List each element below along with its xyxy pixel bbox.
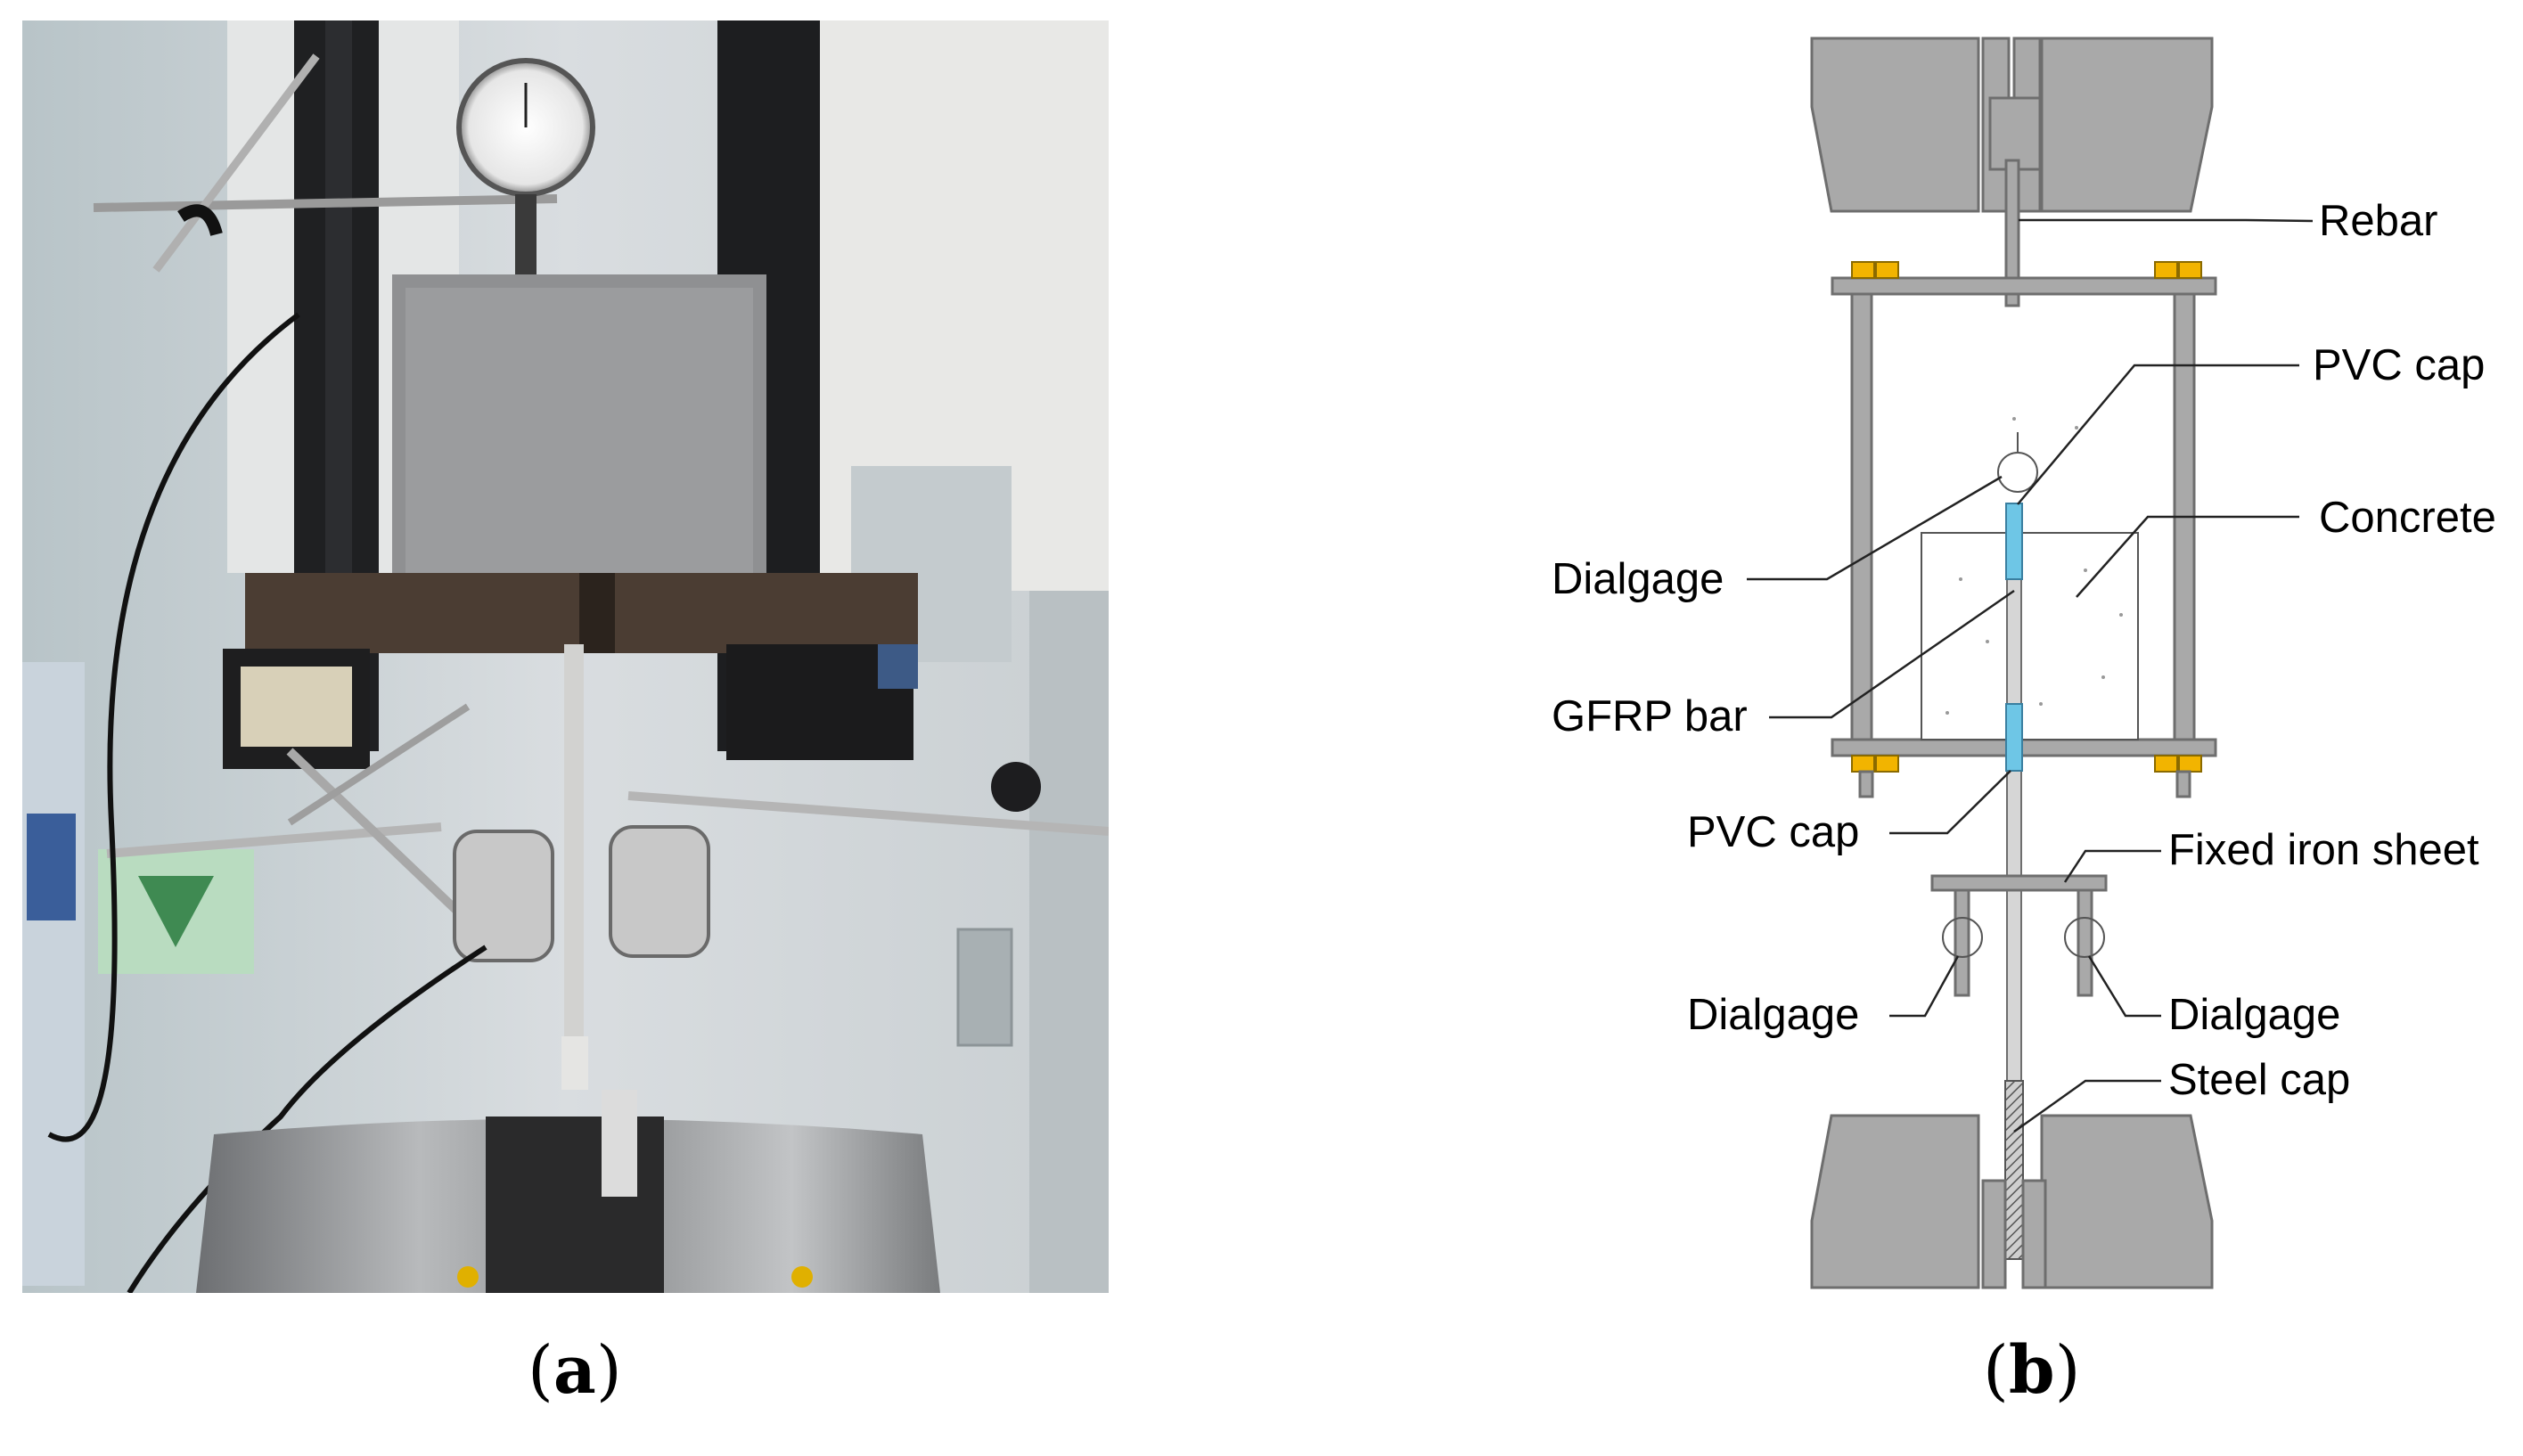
pvc-cap-top — [2005, 503, 2023, 580]
caption-a: (a) — [528, 1332, 622, 1409]
schematic-diagram: Rebar PVC cap Concrete Dialgage GFRP bar… — [1552, 37, 2496, 1289]
nut — [1851, 261, 1875, 279]
label-fixed-iron-sheet: Fixed iron sheet — [2168, 826, 2479, 874]
label-pvc-cap-bottom: PVC cap — [1687, 808, 1859, 856]
label-dialgage-top: Dialgage — [1552, 555, 1724, 603]
pvc-cap-bottom — [2005, 703, 2023, 772]
dialgage-top-icon — [1997, 452, 2038, 493]
nut — [1851, 755, 1875, 773]
caption-b: (b) — [1983, 1332, 2081, 1409]
rebar — [2004, 159, 2020, 307]
nut — [1875, 261, 1899, 279]
dialgage-left-icon — [1942, 917, 1983, 958]
nut — [2178, 261, 2202, 279]
fixed-iron-sheet — [1930, 874, 2108, 892]
bottom-grip — [1810, 1114, 2214, 1289]
test-setup-photo — [22, 20, 1109, 1293]
nut — [2178, 755, 2202, 773]
label-gfrp-bar: GFRP bar — [1552, 692, 1748, 740]
nut — [2154, 755, 2178, 773]
label-dialgage-right: Dialgage — [2168, 991, 2340, 1039]
label-concrete: Concrete — [2319, 494, 2496, 542]
nut — [2154, 261, 2178, 279]
top-grip — [1810, 37, 2214, 213]
steel-cap — [2004, 1080, 2024, 1260]
label-rebar: Rebar — [2319, 197, 2437, 245]
dialgage-right-icon — [2064, 917, 2105, 958]
label-dialgage-left: Dialgage — [1687, 991, 1859, 1039]
label-pvc-cap-top: PVC cap — [2313, 341, 2485, 389]
nut — [1875, 755, 1899, 773]
label-steel-cap: Steel cap — [2168, 1056, 2350, 1104]
